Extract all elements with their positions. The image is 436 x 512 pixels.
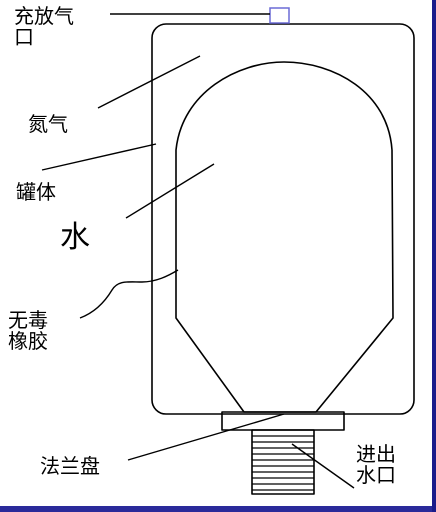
leader-inlet-outlet <box>291 443 355 489</box>
label-nitrogen: 氮气 <box>28 112 68 136</box>
label-flange: 法兰盘 <box>40 454 100 478</box>
label-inlet-outlet: 进出 水口 <box>356 444 396 486</box>
label-inlet-outlet-line1: 进出 <box>356 442 396 466</box>
inlet-pipe <box>251 429 315 495</box>
label-vent-port: 充放气 口 <box>14 6 74 48</box>
edge-strip <box>432 0 436 512</box>
label-inlet-outlet-line2: 水口 <box>356 463 396 487</box>
bottom-strip <box>0 506 436 512</box>
leader-tank-body <box>41 143 157 171</box>
label-vent-port-line2: 口 <box>14 25 34 49</box>
vent-port <box>269 7 290 24</box>
pipe-threads <box>252 435 314 491</box>
leader-nitrogen <box>97 55 201 109</box>
label-tank-body: 罐体 <box>16 180 56 204</box>
label-water: 水 <box>60 220 90 255</box>
tank-shell <box>151 23 415 415</box>
leader-water <box>125 163 215 219</box>
label-rubber-line1: 无毒 <box>8 308 48 332</box>
leader-flange <box>127 413 285 461</box>
leader-rubber <box>79 269 179 319</box>
rubber-bladder <box>175 61 394 413</box>
label-rubber: 无毒 橡胶 <box>8 310 48 352</box>
label-rubber-line2: 橡胶 <box>8 329 48 353</box>
label-vent-port-line1: 充放气 <box>14 4 74 28</box>
